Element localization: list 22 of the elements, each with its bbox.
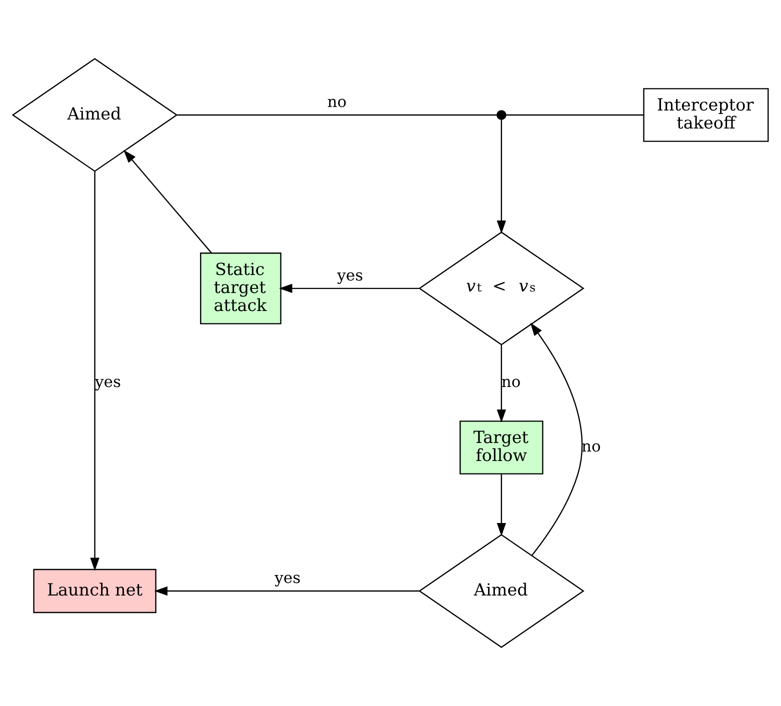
edge-label: no [327,93,347,112]
node-box: Static target attack [200,252,282,324]
connector [506,114,644,116]
node-diamond: vt < vs [418,231,584,346]
arrow [123,150,212,254]
arrow [530,322,583,556]
node-diamond: Aimed [418,534,584,648]
arrow [279,284,420,294]
node-diamond: Aimed [12,58,178,172]
connector [177,114,498,116]
arrow [90,171,100,571]
edge-label: yes [274,569,301,588]
edge-label: no [501,372,521,391]
node-box: Launch net [33,568,156,614]
node-circle [496,110,506,120]
arrow [496,119,506,234]
arrow [496,344,506,423]
node-box: Interceptor takeoff [643,88,769,142]
arrow [496,474,506,536]
node-box: Target follow [460,420,544,474]
arrow [154,586,420,596]
edge-label: yes [337,266,364,285]
